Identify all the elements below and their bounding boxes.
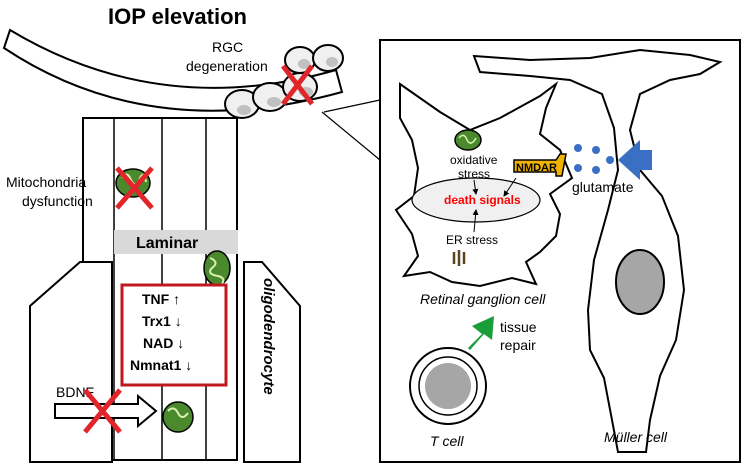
t-cell-nucleus: [425, 363, 471, 409]
marker-nad: NAD ↓: [143, 335, 184, 351]
left-glial-cell: [29, 261, 113, 463]
er-stress-label: ER stress: [446, 233, 498, 247]
muller-nucleus: [615, 249, 665, 315]
glutamate-dots: [574, 144, 614, 174]
laminar-band: [114, 230, 238, 254]
nmdar-label: NMDAR: [516, 162, 557, 174]
mitochondria-icon: [203, 250, 231, 286]
mitochondria-icon: [454, 129, 482, 151]
glutamate-arrow-icon: [618, 140, 652, 180]
mitochondria-label-line1: Mitochondria: [6, 174, 86, 190]
glutamate-dot: [592, 146, 600, 154]
muller-cell-label: Müller cell: [604, 429, 668, 445]
tissue-repair-line1: tissue: [500, 319, 537, 335]
diagram-title: IOP elevation: [108, 4, 247, 29]
mitochondria-label-line2: dysfunction: [22, 193, 93, 209]
death-signals-ellipse: [411, 177, 541, 223]
rgc-label-line1: RGC: [212, 39, 243, 55]
nmdar-arrow-icon: [503, 177, 517, 197]
er-icon: [452, 250, 466, 266]
laminar-label: Laminar: [136, 235, 198, 252]
glutamate-dot: [574, 144, 582, 152]
rgc-nucleus: [237, 105, 251, 115]
mitochondria-icon: [162, 401, 194, 433]
glutamate-dot: [606, 156, 614, 164]
marker-trx1: Trx1 ↓: [142, 313, 182, 329]
rgc-label-line2: degeneration: [186, 58, 268, 74]
marker-box: [120, 283, 228, 387]
death-signals-label: death signals: [444, 193, 521, 207]
rgc-cell: [252, 82, 288, 112]
retinal-ganglion-cell-label: Retinal ganglion cell: [420, 291, 546, 307]
muller-cell: [472, 48, 723, 453]
rgc-cell: [312, 44, 344, 72]
oligodendrocyte-cell: [243, 261, 301, 463]
t-cell-label: T cell: [430, 433, 464, 449]
glutamate-label: glutamate: [572, 179, 634, 195]
rgc-nucleus: [267, 97, 281, 107]
tissue-repair-line2: repair: [500, 337, 536, 353]
rgc-nucleus: [298, 59, 310, 69]
rgc-cross-icon: [281, 64, 314, 106]
er-arrow-icon: [472, 209, 479, 233]
zoom-line: [321, 111, 381, 161]
bdnf-label: BDNF: [56, 384, 94, 400]
zoom-line: [323, 99, 381, 113]
oxidative-label-line1: oxidative: [450, 153, 498, 167]
mitochondria-cross-icon: [115, 166, 154, 210]
nmdar-receptor-icon: [513, 153, 567, 177]
oligodendrocyte-label: oligodendrocyte: [260, 278, 277, 395]
tissue-repair-arrow-icon: [468, 316, 494, 350]
rgc-nucleus: [326, 57, 338, 67]
glutamate-dot: [574, 164, 582, 172]
marker-nmnat1: Nmnat1 ↓: [130, 357, 192, 373]
glutamate-dot: [592, 166, 600, 174]
oxidative-arrow-icon: [472, 179, 479, 195]
marker-tnf: TNF ↑: [142, 291, 180, 307]
bdnf-cross-icon: [83, 388, 122, 434]
